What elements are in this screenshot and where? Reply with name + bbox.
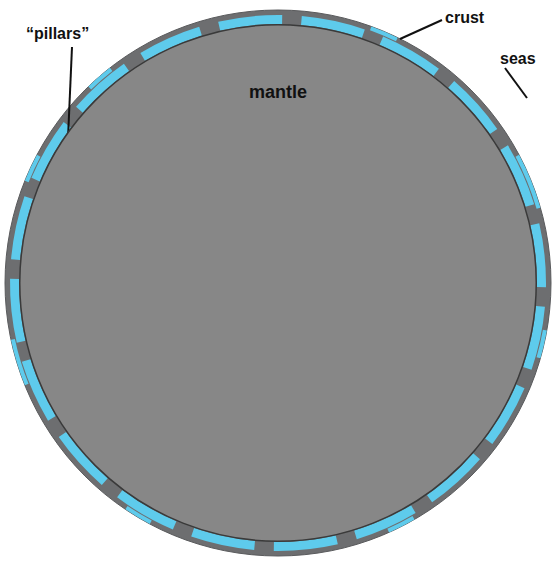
surface-sea (11, 339, 29, 385)
surface-sea (25, 155, 41, 182)
surface-sea (125, 506, 151, 524)
crust-disc (5, 10, 551, 556)
surface-sea (387, 516, 414, 532)
mantle-circle: mantle (19, 24, 537, 542)
part-label: “pillars” (26, 25, 89, 43)
part-label: crust (445, 9, 484, 27)
leader-line (505, 68, 527, 98)
surface-sea (537, 330, 547, 359)
surface-sea (370, 26, 398, 41)
layer-name: mantle (249, 82, 307, 103)
leader-line (68, 47, 72, 138)
part-label: seas (500, 50, 536, 68)
surface-sea (88, 68, 112, 90)
leader-line (400, 20, 442, 39)
